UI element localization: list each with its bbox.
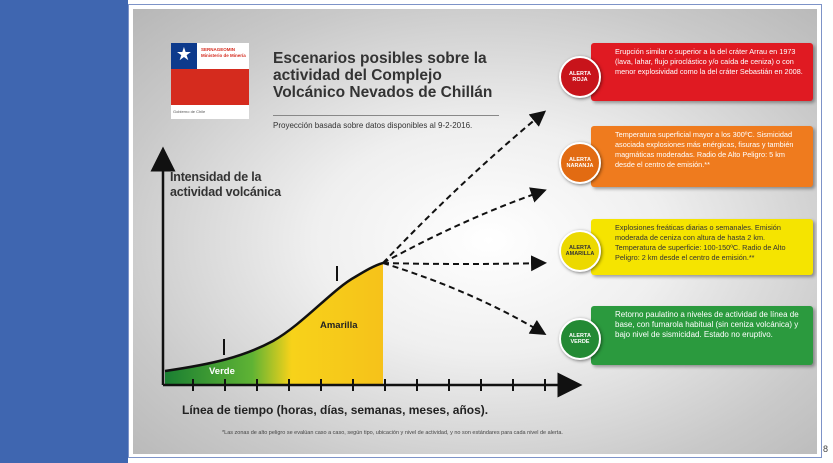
star-icon: ★ [175,44,193,64]
activity-curve-diagram [150,110,583,398]
arrow-to-red [382,110,547,264]
arrow-to-green [382,262,547,336]
activity-curve-fill [165,263,383,385]
left-sidebar-bar [0,0,128,463]
alert-text-red: Erupción similar o superior a la del crá… [615,47,803,76]
alert-badge-yellow: ALERTA AMARILLA [559,230,601,272]
alert-badge-label: ALERTA AMARILLA [565,245,595,257]
x-axis-label: Línea de tiempo (horas, días, semanas, m… [182,403,489,417]
slide-title: Escenarios posibles sobre la actividad d… [273,50,493,101]
flag-blue [171,43,197,69]
alert-box-orange: Temperatura superficial mayor a los 300º… [591,126,813,187]
slide-subtitle: Proyección basada sobre datos disponible… [273,121,473,130]
alert-text-yellow: Explosiones freáticas diarias o semanale… [615,223,786,262]
curve-label-amarilla: Amarilla [320,320,358,331]
title-divider [273,115,499,116]
alert-box-red: Erupción similar o superior a la del crá… [591,43,813,101]
flag-red [171,69,249,105]
alert-badge-green: ALERTA VERDE [559,318,601,360]
slide-frame [128,4,822,458]
alert-box-yellow: Explosiones freáticas diarias o semanale… [591,219,813,275]
activity-curve-line [164,261,384,373]
alert-badge-red: ALERTA ROJA [559,56,601,98]
x-axis-ticks [192,379,546,391]
arrow-to-orange [382,187,547,264]
alert-badge-orange: ALERTA NARANJA [559,142,601,184]
alert-badge-label: ALERTA NARANJA [566,157,594,169]
footnote: *Las zonas de alto peligro se evalúan ca… [222,430,563,436]
y-axis-label: Intensidad de la actividad volcánica [170,170,281,199]
logo-org-text: SERNAGEOMIN Ministerio de Minería [201,47,246,58]
slide: ★ SERNAGEOMIN Ministerio de Minería Gobi… [133,9,817,454]
alert-badge-label: ALERTA VERDE [569,333,591,345]
curve-label-verde: Verde [209,366,235,377]
scenario-arrows [382,110,547,336]
logo-sub-text: Gobierno de Chile [173,109,206,114]
arrow-to-yellow [382,255,547,272]
alert-badge-label: ALERTA ROJA [569,71,591,83]
alert-box-green: Retorno paulatino a niveles de actividad… [591,306,813,365]
page-number: 8 [823,444,829,454]
sernageomin-logo: ★ SERNAGEOMIN Ministerio de Minería Gobi… [171,43,249,119]
alert-text-orange: Temperatura superficial mayor a los 300º… [615,130,794,169]
alert-text-green: Retorno paulatino a niveles de actividad… [615,310,799,339]
